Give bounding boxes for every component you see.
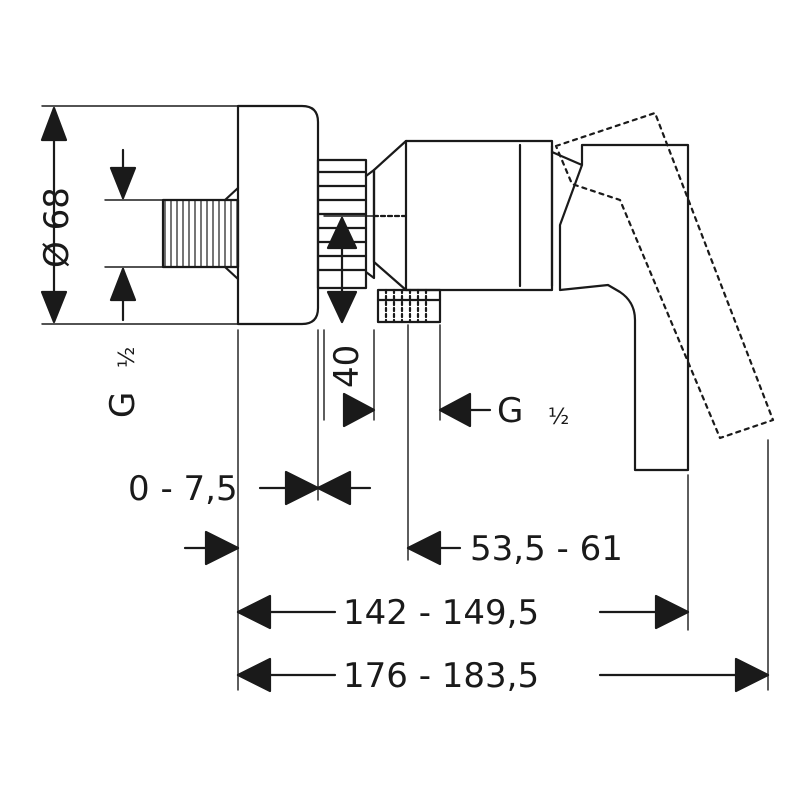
- wall-flange: [238, 106, 318, 324]
- range-142-149-label: 142 - 149,5: [343, 593, 539, 633]
- inlet-thread-label: G: [103, 392, 143, 418]
- outlet-thread-fraction: ½: [548, 405, 569, 430]
- inlet-thread-fraction: ½: [115, 347, 140, 368]
- range-176-183-label: 176 - 183,5: [343, 656, 539, 696]
- outlet-thread-label: G: [497, 391, 523, 431]
- height-40-dimension: [328, 218, 356, 322]
- extension-lines: [42, 106, 768, 690]
- outlet-thread: [378, 290, 440, 322]
- wall-reference-arrow: [185, 532, 238, 564]
- range-53-61-label: 53,5 - 61: [470, 529, 623, 569]
- offset-dimension: [260, 472, 370, 504]
- diameter-label: Ø 68: [37, 187, 77, 268]
- mixer-body: [374, 141, 552, 290]
- range-176-183-dimension: [238, 659, 768, 691]
- range-142-149-dimension: [238, 596, 688, 628]
- range-53-61-dimension: [408, 532, 460, 564]
- left-threaded-connector: [163, 188, 238, 279]
- diameter-dimension: [42, 108, 66, 322]
- height-40-label: 40: [327, 345, 367, 388]
- inlet-thread-dimension: [111, 150, 135, 320]
- lever-alt-position-outline: [556, 113, 773, 438]
- outlet-width-dimension: [344, 394, 490, 426]
- offset-range-label: 0 - 7,5: [128, 469, 238, 509]
- lever-handle: [552, 145, 688, 470]
